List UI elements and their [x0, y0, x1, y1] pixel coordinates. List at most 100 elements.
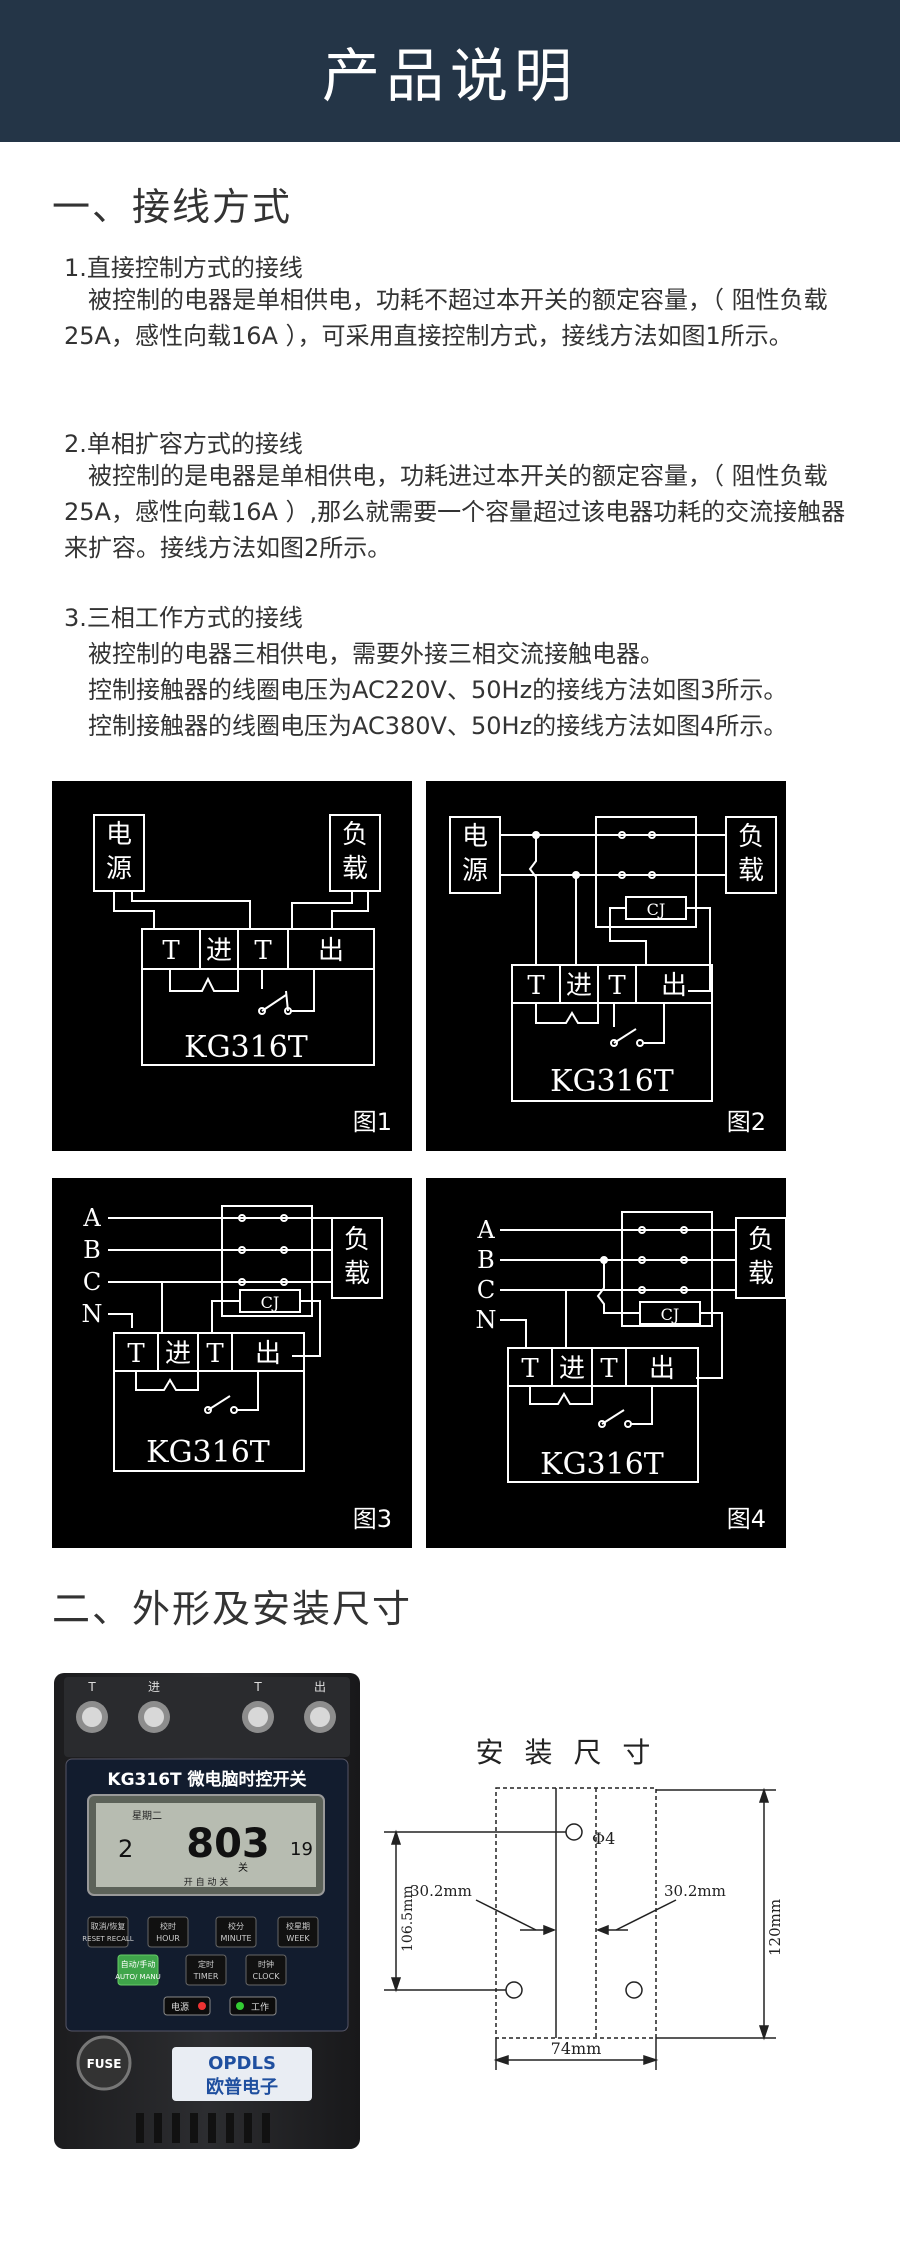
- section-title-wiring: 一、接线方式: [52, 185, 293, 229]
- phase-c-label: C: [83, 1268, 101, 1296]
- terminal-out: 出: [649, 1354, 675, 1384]
- contactor-label: CJ: [647, 900, 666, 919]
- terminal-in: 进: [206, 936, 232, 966]
- device-terminal-4: 出: [314, 1680, 326, 1694]
- brand-en: OPDLS: [208, 2053, 276, 2074]
- btn-auto-cn: 自动/手动: [121, 1959, 156, 1969]
- terminal-t-out: T: [206, 1339, 224, 1369]
- outer-height-label: 120mm: [766, 1899, 784, 1956]
- wiring-diagram-1: 电 源 负 载 T 进 T 出 KG316T 图1: [52, 781, 412, 1151]
- device-model-line: KG316T 微电脑时控开关: [107, 1769, 306, 1790]
- power-led-icon: [198, 2002, 206, 2010]
- paragraph-1: 被控制的电器是单相供电，功耗不超过本开关的额定容量，（ 阻性负载25A，感性向载…: [64, 286, 828, 350]
- btn-hour-en: HOUR: [156, 1934, 180, 1943]
- terminal-in: 进: [165, 1339, 191, 1369]
- btn-timer-en: TIMER: [193, 1972, 219, 1981]
- wiring-diagram-2: 电 源 负 载 CJ T 进 T 出 KG316T 图2: [426, 781, 786, 1151]
- lcd-seconds: 19: [290, 1839, 313, 1860]
- terminal-t-out: T: [608, 971, 626, 1001]
- contactor-label: CJ: [261, 1293, 280, 1312]
- btn-reset-cn: 取消/恢复: [91, 1921, 126, 1931]
- subsection-heading-3: 3.三相工作方式的接线: [64, 604, 303, 632]
- load-label-2: 载: [344, 1259, 370, 1289]
- device-terminal-3: T: [253, 1680, 262, 1694]
- btn-clock-en: CLOCK: [253, 1972, 281, 1981]
- fuse-cap-icon: [76, 2035, 132, 2091]
- btn-hour-cn: 校时: [160, 1921, 176, 1931]
- subsection-heading-2: 2.单相扩容方式的接线: [64, 430, 303, 458]
- power-indicator-label: 电源: [171, 2001, 189, 2013]
- power-label-2: 源: [462, 856, 488, 886]
- terminal-screws: [76, 1701, 336, 1733]
- btn-clock-cn: 时钟: [258, 1959, 274, 1969]
- lcd-weekday: 星期二: [132, 1810, 162, 1822]
- left-gap-label: 30.2mm: [410, 1882, 472, 1900]
- paragraph-3-line-2: 控制接触器的线圈电压为AC220V、50Hz的接线方法如图3所示。: [88, 676, 788, 704]
- right-gap-label: 30.2mm: [664, 1882, 726, 1900]
- subsection-heading-1: 1.直接控制方式的接线: [64, 254, 303, 282]
- width-label: 74mm: [551, 2039, 602, 2058]
- header-banner: 产品说明: [0, 0, 900, 142]
- lcd-left-digit: 2: [118, 1835, 133, 1863]
- terminal-t-out: T: [254, 936, 272, 966]
- wiring-diagram-3: A B C N 负 载 CJ T 进 T 出 KG316T 图3: [52, 1178, 412, 1548]
- figure-caption-1: 图1: [352, 1108, 392, 1136]
- page-title: 产品说明: [321, 42, 578, 110]
- load-label-2: 载: [738, 856, 764, 886]
- model-label: KG316T: [550, 1064, 674, 1099]
- btn-reset-en: RESET RECALL: [82, 1935, 134, 1943]
- figure-caption-3: 图3: [352, 1505, 392, 1533]
- paragraph-3-line-1: 被控制的电器三相供电，需要外接三相交流接触电器。: [88, 640, 664, 668]
- installation-dimension-drawing: 安 装 尺 寸 Φ4 106.5mm 120mm 30.2mm 30.2mm 7…: [376, 1720, 816, 2080]
- hole-diameter-label: Φ4: [592, 1829, 615, 1848]
- terminal-t-out: T: [600, 1354, 618, 1384]
- terminal-out: 出: [255, 1339, 281, 1369]
- load-label-1: 负: [748, 1225, 774, 1255]
- model-label: KG316T: [146, 1435, 270, 1470]
- section-title-dimensions: 二、外形及安装尺寸: [52, 1587, 413, 1631]
- terminal-out: 出: [661, 971, 687, 1001]
- phase-a-label: A: [82, 1204, 101, 1232]
- terminal-t-in: T: [162, 936, 180, 966]
- model-label: KG316T: [540, 1447, 664, 1482]
- brand-cn: 欧普电子: [206, 2076, 278, 2098]
- paragraph-3-line-3: 控制接触器的线圈电压为AC380V、50Hz的接线方法如图4所示。: [88, 712, 788, 740]
- phase-b-label: B: [83, 1236, 101, 1264]
- btn-minute-cn: 校分: [228, 1921, 244, 1931]
- btn-timer-cn: 定时: [198, 1959, 214, 1969]
- fuse-label: FUSE: [87, 2057, 122, 2071]
- load-label-2: 载: [342, 854, 368, 884]
- terminal-t-in: T: [127, 1339, 145, 1369]
- btn-week-en: WEEK: [286, 1934, 310, 1943]
- contactor-label: CJ: [661, 1305, 680, 1324]
- terminal-out: 出: [318, 936, 344, 966]
- figure-caption-2: 图2: [726, 1108, 766, 1136]
- vent-slots: [136, 2113, 270, 2143]
- work-indicator-label: 工作: [251, 2001, 269, 2013]
- inner-height-label: 106.5mm: [400, 1885, 416, 1952]
- btn-minute-en: MINUTE: [220, 1934, 251, 1943]
- load-label-2: 载: [748, 1259, 774, 1289]
- phase-c-label: C: [477, 1276, 495, 1304]
- load-label-1: 负: [738, 822, 764, 852]
- power-label-2: 源: [106, 854, 132, 884]
- device-buttons-row-1: [87, 1916, 319, 1948]
- btn-week-cn: 校星期: [286, 1921, 310, 1931]
- device-terminal-2: 进: [148, 1680, 160, 1694]
- load-label-1: 负: [344, 1225, 370, 1255]
- phase-b-label: B: [477, 1246, 495, 1274]
- lcd-unit: 关: [238, 1861, 248, 1874]
- power-label-1: 电: [106, 820, 132, 850]
- wiring-diagram-4: A B C N 负 载 CJ T 进 T 出 KG316T 图4: [426, 1178, 786, 1548]
- lcd-time: 803: [186, 1821, 270, 1867]
- device-image: T 进 T 出 KG316T 微电脑时控开关 星期二 2 803 19 关 开 …: [52, 1673, 362, 2149]
- phase-a-label: A: [476, 1216, 495, 1244]
- btn-auto-en: AUTO/ MANU: [115, 1973, 160, 1981]
- dimension-title: 安 装 尺 寸: [476, 1736, 657, 1769]
- device-terminal-1: T: [87, 1680, 96, 1694]
- lcd-mode: 开 自 动 关: [184, 1876, 229, 1888]
- terminal-in: 进: [566, 971, 592, 1001]
- figure-caption-4: 图4: [726, 1505, 766, 1533]
- power-label-1: 电: [462, 822, 488, 852]
- paragraph-2: 被控制的是电器是单相供电，功耗进过本开关的额定容量，（ 阻性负载25A，感性向载…: [64, 462, 846, 562]
